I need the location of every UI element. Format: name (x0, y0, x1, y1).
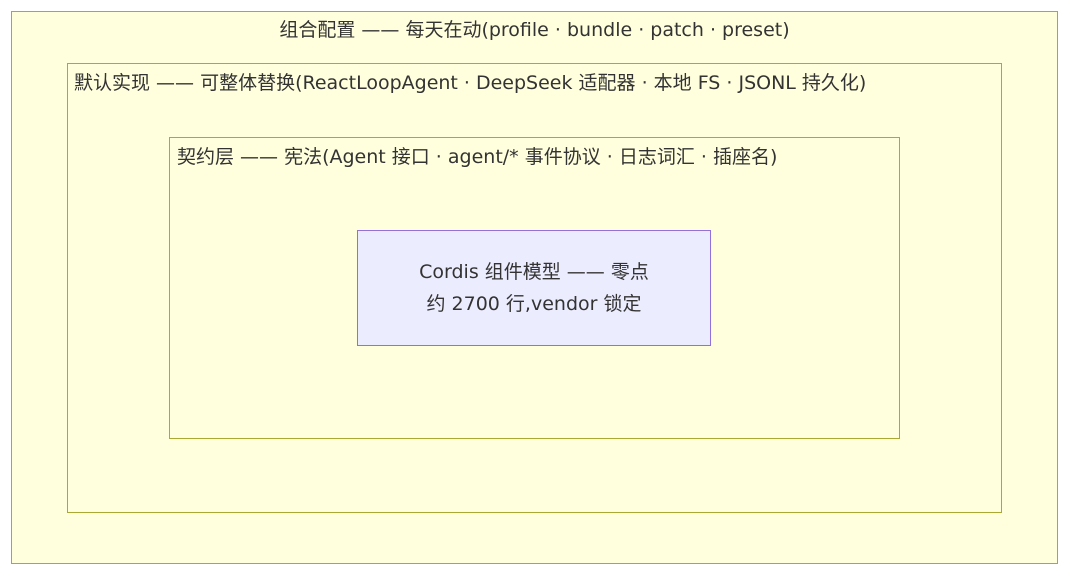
core-node-line-2: 约 2700 行,vendor 锁定 (426, 293, 642, 315)
core-component-model-node: Cordis 组件模型 —— 零点 约 2700 行,vendor 锁定 (357, 230, 711, 346)
core-node-line-1: Cordis 组件模型 —— 零点 (419, 261, 649, 283)
layer-contract-title: 契约层 —— 宪法(Agent 接口 · agent/* 事件协议 · 日志词汇… (177, 146, 778, 168)
layer-composition-config-title: 组合配置 —— 每天在动(profile · bundle · patch · … (279, 19, 790, 41)
layer-default-implementation-title: 默认实现 —— 可整体替换(ReactLoopAgent · DeepSeek … (74, 72, 867, 94)
